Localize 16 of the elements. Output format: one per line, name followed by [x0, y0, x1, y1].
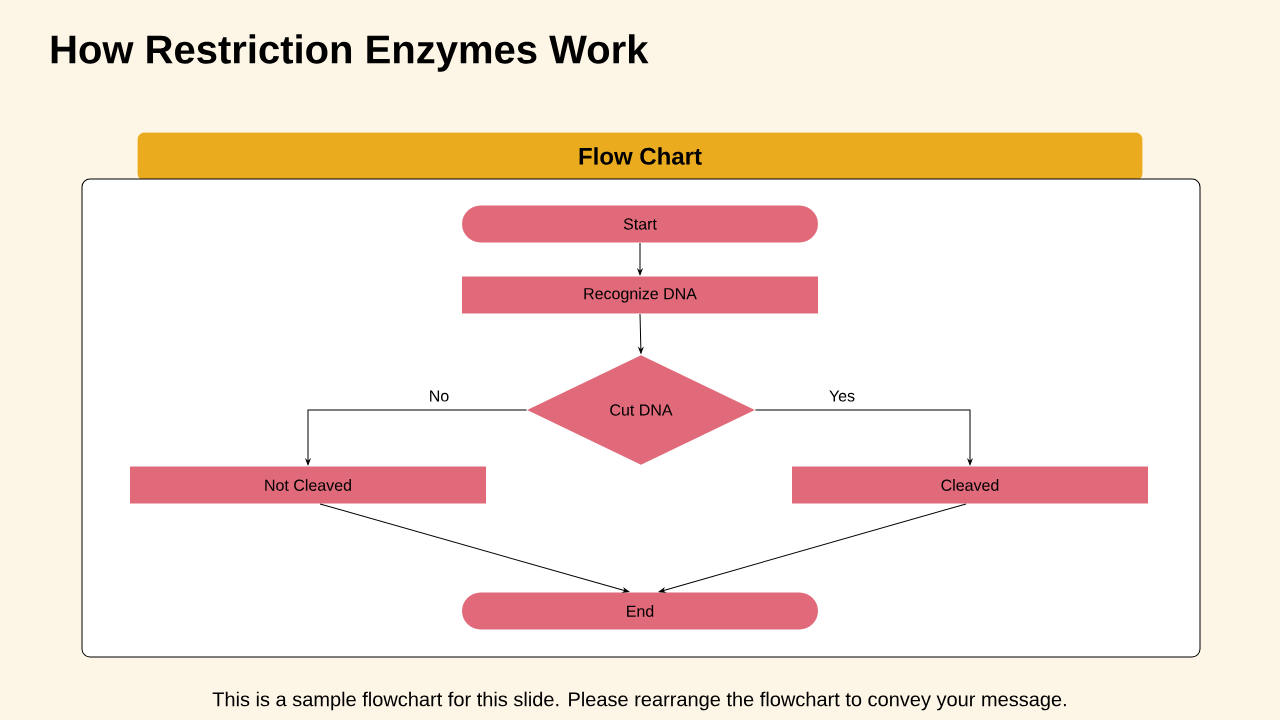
- process-box: Not Cleaved: [130, 466, 486, 504]
- caption: This is a sample flowchart for this slide. Please rearrange the flowchart to convey your message.: [212, 691, 1066, 711]
- process-box: Cleaved: [792, 466, 1148, 504]
- arrow: [637, 242, 643, 276]
- terminal-pill: Start: [462, 205, 818, 243]
- arrow: [638, 313, 644, 354]
- edge-label: No: [426, 388, 452, 404]
- header-band: Flow Chart: [137, 132, 1143, 181]
- terminal-pill: End: [462, 592, 818, 630]
- edge-label: Yes: [826, 388, 858, 404]
- arrow: [658, 503, 967, 593]
- arrow: [319, 503, 630, 593]
- process-box: Recognize DNA: [462, 276, 818, 314]
- title: How Restriction Enzymes Work: [51, 34, 649, 72]
- arrow: [305, 409, 528, 466]
- arrow: [754, 409, 973, 466]
